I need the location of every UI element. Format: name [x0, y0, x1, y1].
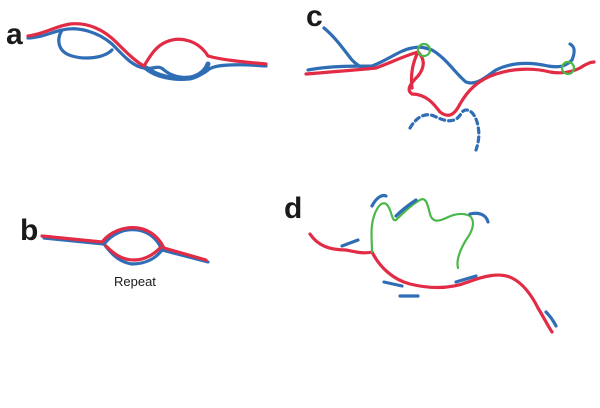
- panel-c-junction-right: [560, 60, 576, 76]
- panel-d-blue-fragment-2: [370, 193, 388, 208]
- panel-d: d: [284, 192, 558, 334]
- panel-c-blue-dashed: [408, 108, 481, 152]
- panel-b-blue-loop-top: [102, 228, 164, 252]
- panel-b-red-loop-bottom: [104, 244, 162, 262]
- panel-a: a: [6, 18, 268, 81]
- panel-c-blue-branch: [322, 26, 374, 71]
- panel-c-red-loop: [409, 50, 420, 90]
- panel-b-label: b: [20, 214, 38, 247]
- panel-d-blue-fragment-1: [340, 238, 360, 248]
- panel-c: c: [304, 0, 596, 152]
- panel-d-blue-fragment-4: [468, 211, 490, 224]
- panel-c-label: c: [306, 0, 323, 33]
- panel-d-blue-fragment-3: [394, 198, 418, 218]
- panel-c-blue-strand: [306, 42, 576, 85]
- panel-b-caption: Repeat: [114, 274, 156, 289]
- panel-d-blue-fragment-7: [454, 274, 478, 284]
- panel-d-blue-fragment-5: [382, 280, 404, 288]
- panel-c-red-strand: [304, 50, 596, 117]
- panel-d-green-loop: [370, 198, 475, 270]
- panel-a-blue-bubble: [57, 28, 114, 60]
- panel-c-junction-left: [416, 42, 432, 58]
- panel-d-blue-fragment-8: [544, 310, 558, 328]
- panel-d-label: d: [284, 192, 302, 225]
- panel-b: b Repeat: [20, 214, 210, 289]
- panel-a-label: a: [6, 18, 23, 51]
- panel-d-red-strand: [308, 232, 554, 334]
- panel-b-red-strand: [40, 226, 208, 262]
- panel-a-red-strand: [26, 22, 268, 68]
- panel-a-blue-thick: [143, 61, 211, 81]
